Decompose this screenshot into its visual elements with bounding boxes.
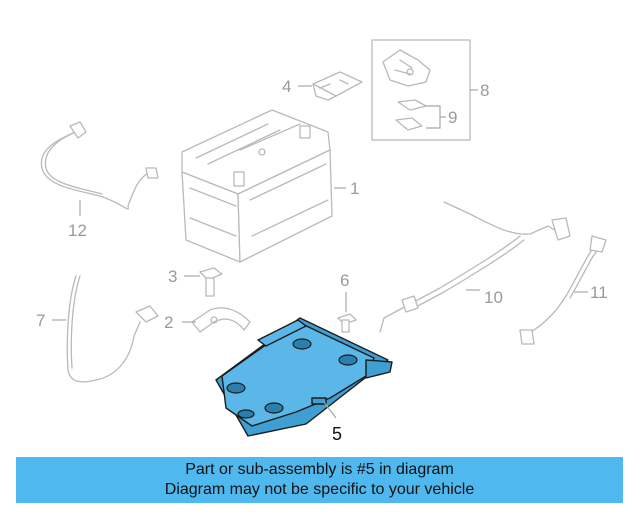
callout-9: 9 (426, 105, 457, 129)
callout-12: 12 (68, 200, 87, 240)
callout-8: 8 (470, 81, 489, 100)
svg-text:2: 2 (164, 313, 173, 332)
callout-5: 5 (323, 401, 342, 444)
part-11-cable (519, 235, 607, 345)
svg-text:8: 8 (480, 81, 489, 100)
svg-text:3: 3 (168, 267, 177, 286)
info-banner: Part or sub-assembly is #5 in diagram Di… (16, 457, 623, 503)
part-4-bracket (312, 71, 363, 101)
part-12-cable (40, 121, 159, 210)
svg-text:4: 4 (282, 77, 291, 96)
callout-7: 7 (36, 311, 66, 330)
svg-text:11: 11 (590, 283, 608, 302)
parts-diagram: 1 2 3 4 5 6 7 8 9 10 11 12 (36, 39, 608, 444)
part-2-clamp (191, 307, 251, 333)
part-1-battery (181, 109, 333, 263)
part-5-battery-tray (215, 317, 393, 437)
svg-text:5: 5 (332, 424, 342, 444)
svg-text:10: 10 (484, 288, 503, 307)
callout-3: 3 (168, 267, 200, 286)
callout-4: 4 (282, 77, 312, 96)
part-6-bolt (337, 313, 357, 333)
part-10-cable (379, 201, 571, 333)
callout-6: 6 (340, 271, 349, 312)
inset-box (371, 39, 471, 141)
callout-11: 11 (574, 283, 608, 302)
svg-text:7: 7 (36, 311, 45, 330)
callout-1: 1 (334, 179, 359, 198)
svg-text:9: 9 (448, 108, 457, 127)
svg-text:12: 12 (68, 221, 87, 240)
part-7-cable (66, 275, 159, 383)
callout-2: 2 (164, 313, 196, 332)
banner-line-2: Diagram may not be specific to your vehi… (164, 481, 475, 498)
svg-text:1: 1 (350, 179, 359, 198)
banner-line-1: Part or sub-assembly is #5 in diagram (185, 461, 454, 478)
part-3-bolt (199, 267, 223, 297)
svg-text:6: 6 (340, 271, 349, 290)
callout-10: 10 (466, 288, 503, 307)
